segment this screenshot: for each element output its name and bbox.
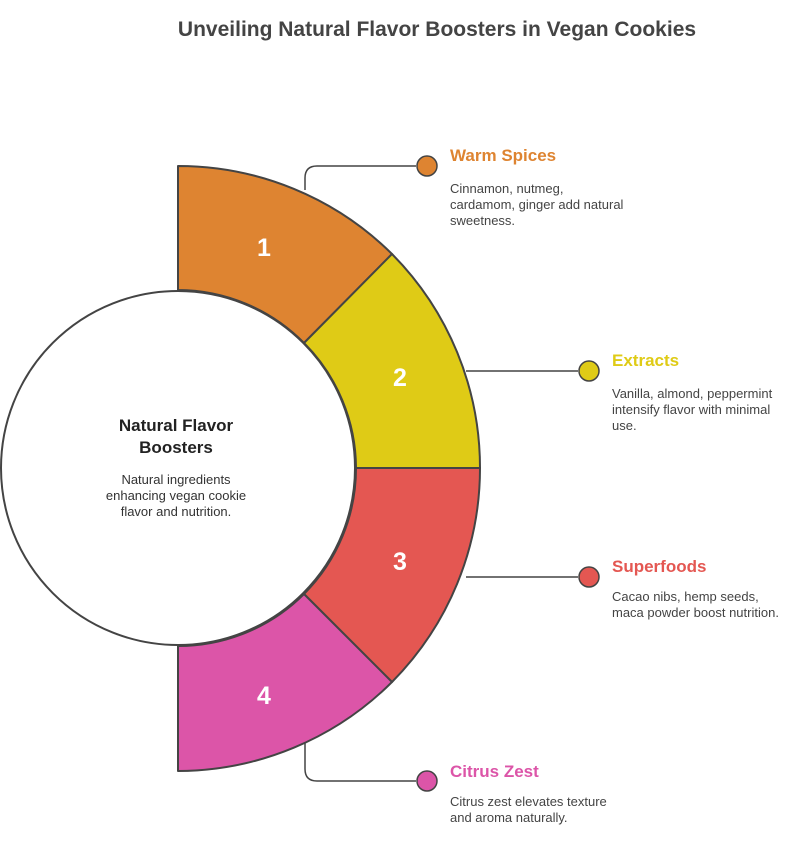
center-title-line-1: Natural Flavor — [118, 416, 234, 435]
desc-superfoods-line-2: maca powder boost nutrition. — [612, 605, 779, 620]
marker-1 — [416, 155, 438, 177]
diagram-title: Unveiling Natural Flavor Boosters in Veg… — [177, 18, 697, 41]
desc-superfoods-line-1: Cacao nibs, hemp seeds, — [612, 589, 759, 604]
center-desc-line-3: flavor and nutrition. — [120, 504, 232, 519]
label-citrus-zest: Citrus Zest — [450, 762, 539, 781]
desc-citrus-zest-line-1: Citrus zest elevates texture — [450, 794, 607, 809]
center-circle — [0, 290, 356, 646]
connector-1 — [304, 165, 416, 190]
connector-4 — [304, 742, 416, 782]
desc-superfoods: Cacao nibs, hemp seeds, maca powder boos… — [612, 589, 779, 621]
desc-citrus-zest-line-2: and aroma naturally. — [450, 810, 568, 825]
segment-2-number: 2 — [393, 364, 407, 392]
marker-2 — [578, 360, 600, 382]
desc-citrus-zest: Citrus zest elevates texture and aroma n… — [450, 794, 607, 826]
label-superfoods: Superfoods — [612, 557, 707, 576]
desc-extracts-line-3: use. — [612, 418, 637, 433]
label-extracts: Extracts — [612, 351, 680, 370]
marker-3 — [578, 566, 600, 588]
center-desc-line-1: Natural ingredients — [121, 472, 231, 487]
segment-3-number: 3 — [393, 548, 407, 576]
desc-warm-spices-line-3: sweetness. — [450, 213, 516, 228]
desc-warm-spices-line-1: Cinnamon, nutmeg, — [450, 181, 564, 196]
segment-4-number: 4 — [257, 682, 271, 710]
center-description: Natural ingredients enhancing vegan cook… — [86, 472, 266, 520]
desc-warm-spices: Cinnamon, nutmeg, cardamom, ginger add n… — [450, 181, 623, 229]
center-title-line-2: Boosters — [139, 438, 213, 457]
segment-4 — [177, 593, 393, 772]
desc-extracts-line-2: intensify flavor with minimal — [612, 402, 771, 417]
desc-extracts-line-1: Vanilla, almond, peppermint — [612, 386, 773, 401]
marker-4 — [416, 770, 438, 792]
desc-extracts: Vanilla, almond, peppermint intensify fl… — [612, 386, 772, 434]
desc-warm-spices-line-2: cardamom, ginger add natural — [450, 197, 624, 212]
center-desc-line-2: enhancing vegan cookie — [105, 488, 247, 503]
label-warm-spices: Warm Spices — [450, 146, 557, 165]
center-title: Natural Flavor Boosters — [86, 415, 266, 459]
segment-1-number: 1 — [257, 234, 271, 262]
